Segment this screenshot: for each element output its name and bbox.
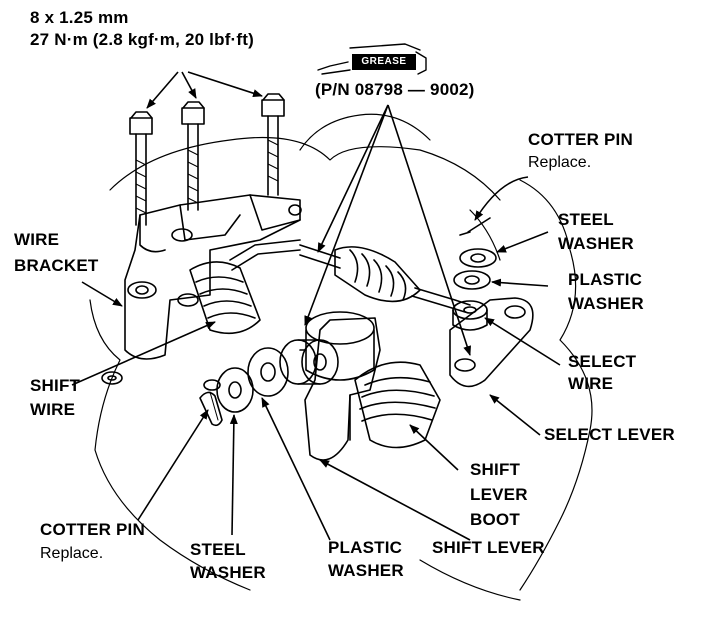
shift-wire-label-2: WIRE — [30, 400, 76, 419]
shift-wire-label-1: SHIFT — [30, 376, 81, 395]
shift-lever-shape — [299, 311, 381, 461]
select-wire-label-1: SELECT — [568, 352, 637, 371]
cotter-pin-left-note: Replace. — [40, 545, 104, 562]
leader-lines — [71, 71, 561, 541]
wire-bracket-shape — [124, 194, 302, 360]
steel-washer-left-label-1: STEEL — [190, 540, 246, 559]
select-lever-label: SELECT LEVER — [544, 425, 675, 444]
left-washer-stack — [216, 339, 339, 413]
steel-washer-right-label-1: STEEL — [558, 210, 614, 229]
wire-bracket-label-1: WIRE — [14, 230, 60, 249]
plastic-washer-left-label-2: WASHER — [328, 561, 404, 580]
wire-bracket-label-2: BRACKET — [14, 256, 99, 275]
cotter-pin-right-label: COTTER PIN — [528, 130, 633, 149]
steel-washer-right-label-2: WASHER — [558, 234, 634, 253]
cotter-pin-right-note: Replace. — [528, 154, 592, 171]
cotter-pin-left-label: COTTER PIN — [40, 520, 145, 539]
mounting-bolts — [129, 93, 285, 226]
transmission-case-outline — [89, 113, 593, 601]
grease-tube-icon — [317, 43, 427, 75]
shift-lever-boot-shape — [354, 361, 441, 449]
shift-lever-boot-label-3: BOOT — [470, 510, 520, 529]
grease-part-number: (P/N 08798 — 9002) — [315, 80, 475, 99]
shift-wire-boot — [189, 239, 301, 335]
shift-lever-label: SHIFT LEVER — [432, 538, 545, 557]
bracket-ring-1 — [101, 371, 123, 385]
plastic-washer-left-label-1: PLASTIC — [328, 538, 403, 557]
plastic-washer-right-label-2: WASHER — [568, 294, 644, 313]
select-wire-cable — [299, 244, 471, 313]
shift-lever-boot-label-1: SHIFT — [470, 460, 521, 479]
bracket-ring-2 — [203, 379, 221, 391]
steel-washer-left-label-2: WASHER — [190, 563, 266, 582]
grease-tag: GREASE — [352, 54, 416, 70]
torque-spec-label: 27 N·m (2.8 kgf·m, 20 lbf·ft) — [30, 30, 254, 49]
left-cotter-pin-shape — [199, 391, 223, 427]
plastic-washer-right-label-1: PLASTIC — [568, 270, 643, 289]
bolt-size-label: 8 x 1.25 mm — [30, 8, 129, 27]
right-washer-stack — [452, 217, 497, 331]
select-wire-label-2: WIRE — [568, 374, 614, 393]
select-lever-shape — [449, 297, 534, 388]
shift-lever-boot-label-2: LEVER — [470, 485, 528, 504]
